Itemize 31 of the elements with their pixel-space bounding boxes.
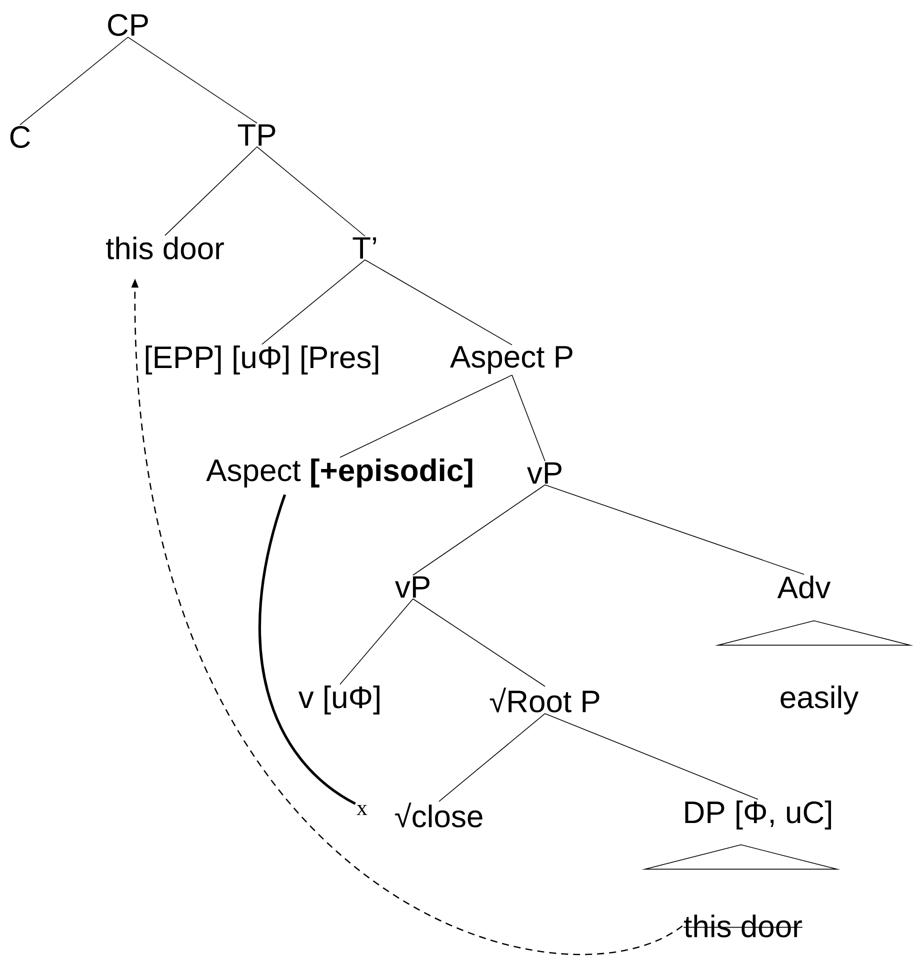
tree-label: T’ bbox=[352, 237, 376, 259]
tree-label: CP bbox=[108, 14, 148, 36]
tree-label: √Root P bbox=[490, 688, 600, 712]
tree-label: C bbox=[10, 126, 30, 148]
tree-label: easily bbox=[780, 686, 859, 714]
tree-label: vP bbox=[395, 576, 430, 598]
branch-line bbox=[262, 259, 366, 345]
branch-line bbox=[438, 713, 546, 802]
branch-line bbox=[128, 36, 258, 124]
branch-line bbox=[412, 598, 546, 687]
tree-label: v [uΦ] bbox=[298, 686, 380, 714]
branch-line bbox=[544, 713, 758, 800]
trace-mark: x bbox=[356, 804, 368, 816]
branch-line bbox=[164, 146, 258, 236]
branch-line bbox=[512, 374, 546, 462]
tree-label: √close bbox=[395, 802, 482, 828]
branch-line bbox=[340, 598, 414, 685]
tree-label: [EPP] [uΦ] [Pres] bbox=[146, 346, 378, 374]
tree-label: this door bbox=[106, 236, 224, 260]
branch-line bbox=[544, 484, 804, 575]
tree-label: Aspect P bbox=[450, 346, 572, 374]
branch-line bbox=[20, 36, 128, 126]
tree-label: DP [Φ, uC] bbox=[685, 800, 832, 830]
branch-line bbox=[340, 374, 512, 458]
tree-label: vP bbox=[527, 462, 562, 484]
branch-line bbox=[412, 484, 546, 576]
branch-line bbox=[364, 259, 512, 346]
tree-label: Adv bbox=[777, 576, 831, 598]
branch-line bbox=[256, 146, 366, 237]
tree-label: TP bbox=[238, 124, 276, 146]
tree-label: Aspect [+episodic] bbox=[206, 458, 472, 488]
